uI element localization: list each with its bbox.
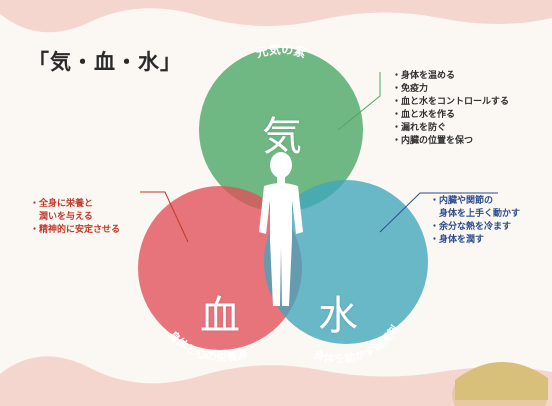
bottom-wave-band [0,356,552,406]
ketsu-function-item: ・精神的に安定させる [30,225,121,235]
top-wave-band [0,0,552,33]
human-silhouette [259,152,303,306]
ki-function-item: ・血と水を作る [392,110,456,120]
sui-circle [264,180,428,344]
ki-function-item: ・免疫力 [392,84,429,94]
callout-leaders [140,72,498,243]
sui-function-item: 身体を上手く動かす [430,209,521,219]
ketsu-function-item: 潤いを与える [30,212,93,222]
ki-character: 気 [262,114,302,160]
sui-function-list: ・内臓や関節の 身体を上手く動かす ・余分な熱を冷ます ・身体を潤す [430,195,520,247]
sui-function-item: ・余分な熱を冷ます [430,222,512,232]
ketsu-character: 血 [200,293,240,339]
ki-function-item: ・漏れを防ぐ [392,123,447,133]
ki-function-list: ・身体を温める ・免疫力 ・血と水をコントロールする ・血と水を作る ・漏れを防… [392,70,509,148]
ketsu-function-list: ・全身に栄養と 潤いを与える ・精神的に安定させる [30,198,120,237]
ki-function-item: ・身体を温める [392,71,456,81]
person-head-decoration [452,361,548,406]
ki-function-item: ・血と水をコントロールする [392,97,510,107]
sui-character: 水 [318,293,358,339]
ki-circle [199,48,363,212]
sui-function-item: ・内臓や関節の [430,196,494,206]
sui-function-item: ・身体を潤す [430,235,485,245]
ki-function-item: ・内臓の位置を保つ [392,136,474,146]
page-heading: 「気・血・水」 [28,50,182,74]
ketsu-function-item: ・全身に栄養と [30,199,94,209]
